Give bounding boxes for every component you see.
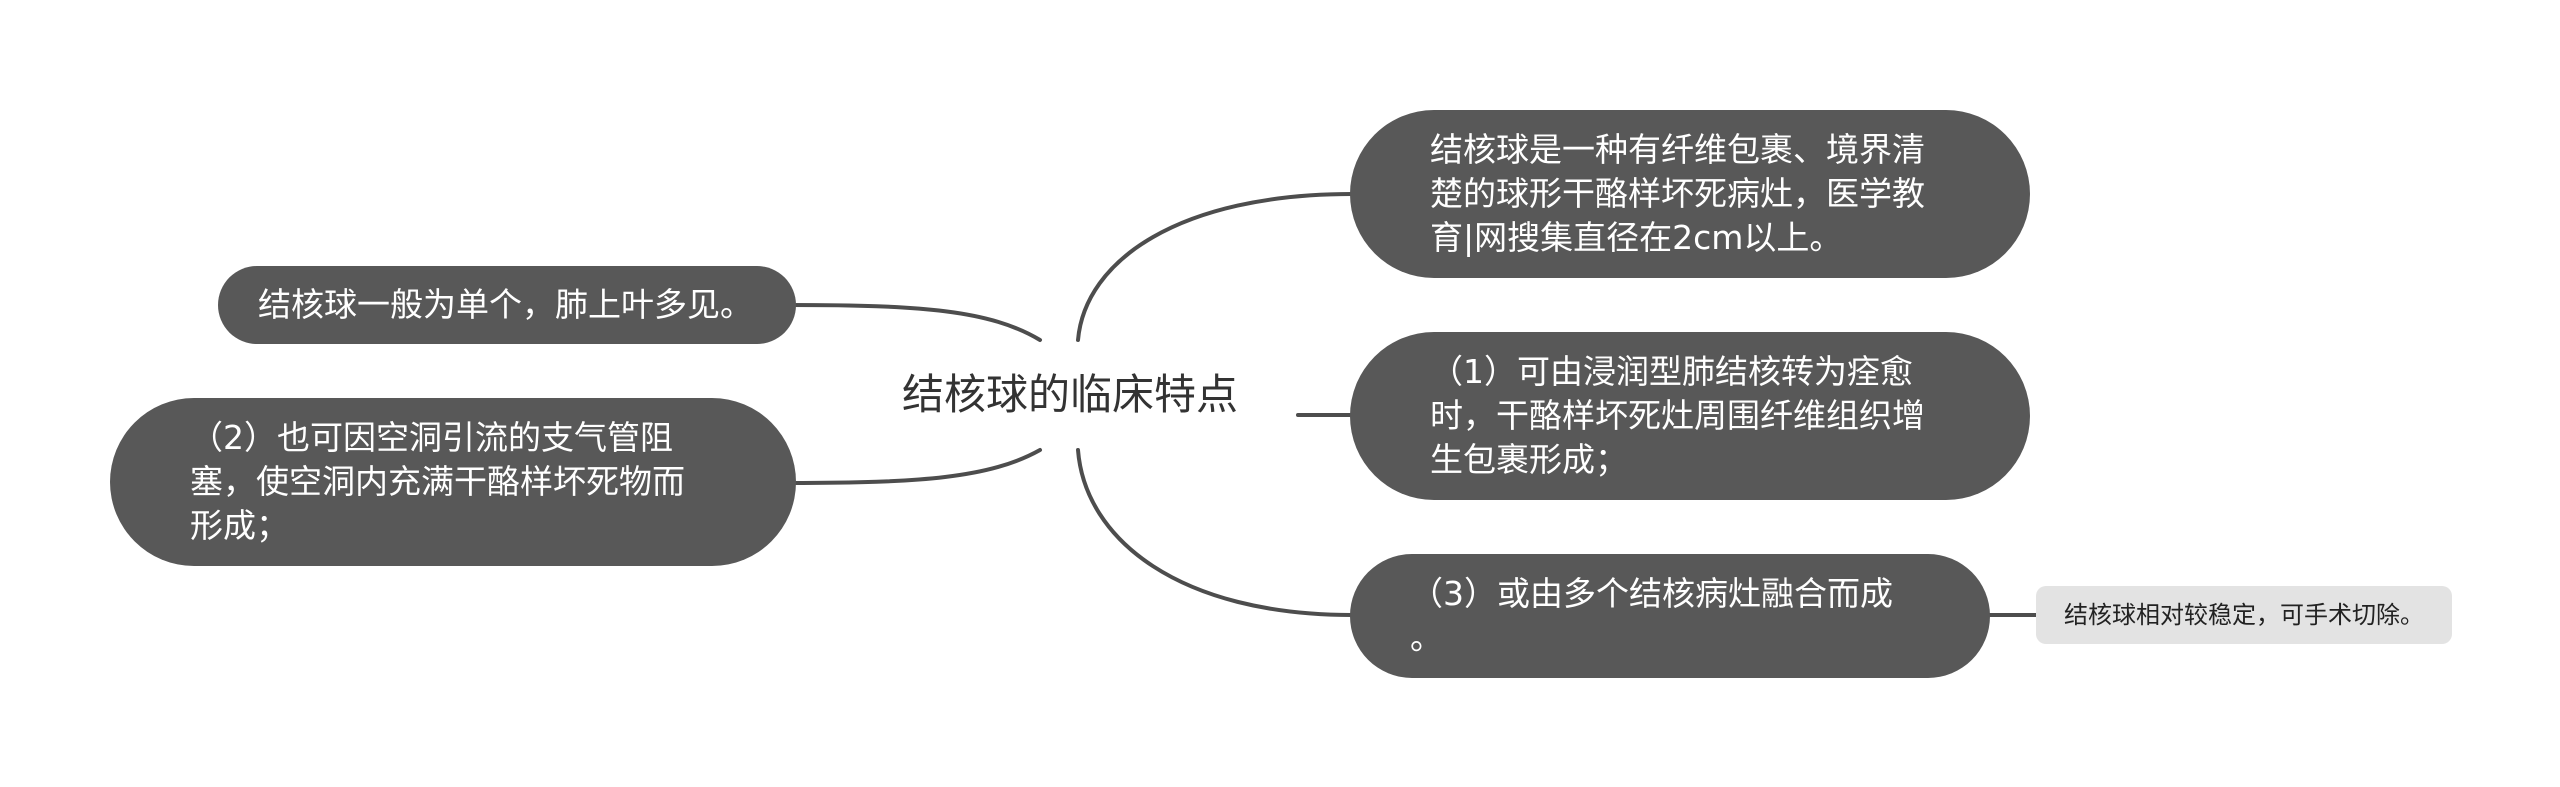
left-node-bronchial-obstruction-text: （2）也可因空洞引流的支气管阻 塞，使空洞内充满干酪样坏死物而 形成； (190, 418, 685, 545)
connector-root-to-right-top (1076, 192, 1354, 342)
left-node-bronchial-obstruction[interactable]: （2）也可因空洞引流的支气管阻 塞，使空洞内充满干酪样坏死物而 形成； (110, 398, 796, 566)
left-node-single-upper-lobe[interactable]: 结核球一般为单个，肺上叶多见。 (218, 266, 796, 344)
leaf-node-surgical-removal[interactable]: 结核球相对较稳定，可手术切除。 (2036, 586, 2452, 644)
connector-root-to-left-bottom (788, 448, 1042, 485)
right-node-fusion-text: （3）或由多个结核病灶融合而成 。 (1410, 574, 1893, 657)
right-node-definition-text: 结核球是一种有纤维包裹、境界清 楚的球形干酪样坏死病灶，医学教 育|网搜集直径在… (1430, 130, 1925, 257)
left-node-single-upper-lobe-text: 结核球一般为单个，肺上叶多见。 (258, 285, 753, 324)
central-topic[interactable]: 结核球的临床特点 (901, 370, 1238, 419)
right-node-infiltrative-healing[interactable]: （1）可由浸润型肺结核转为痊愈 时，干酪样坏死灶周围纤维组织增 生包裹形成； (1350, 332, 2030, 500)
right-node-definition[interactable]: 结核球是一种有纤维包裹、境界清 楚的球形干酪样坏死病灶，医学教 育|网搜集直径在… (1350, 110, 2030, 278)
right-node-fusion[interactable]: （3）或由多个结核病灶融合而成 。 (1350, 554, 1990, 678)
connector-root-to-left-top (788, 303, 1042, 342)
connector-root-to-right-bottom (1076, 448, 1354, 617)
right-node-infiltrative-healing-text: （1）可由浸润型肺结核转为痊愈 时，干酪样坏死灶周围纤维组织增 生包裹形成； (1430, 352, 1925, 479)
